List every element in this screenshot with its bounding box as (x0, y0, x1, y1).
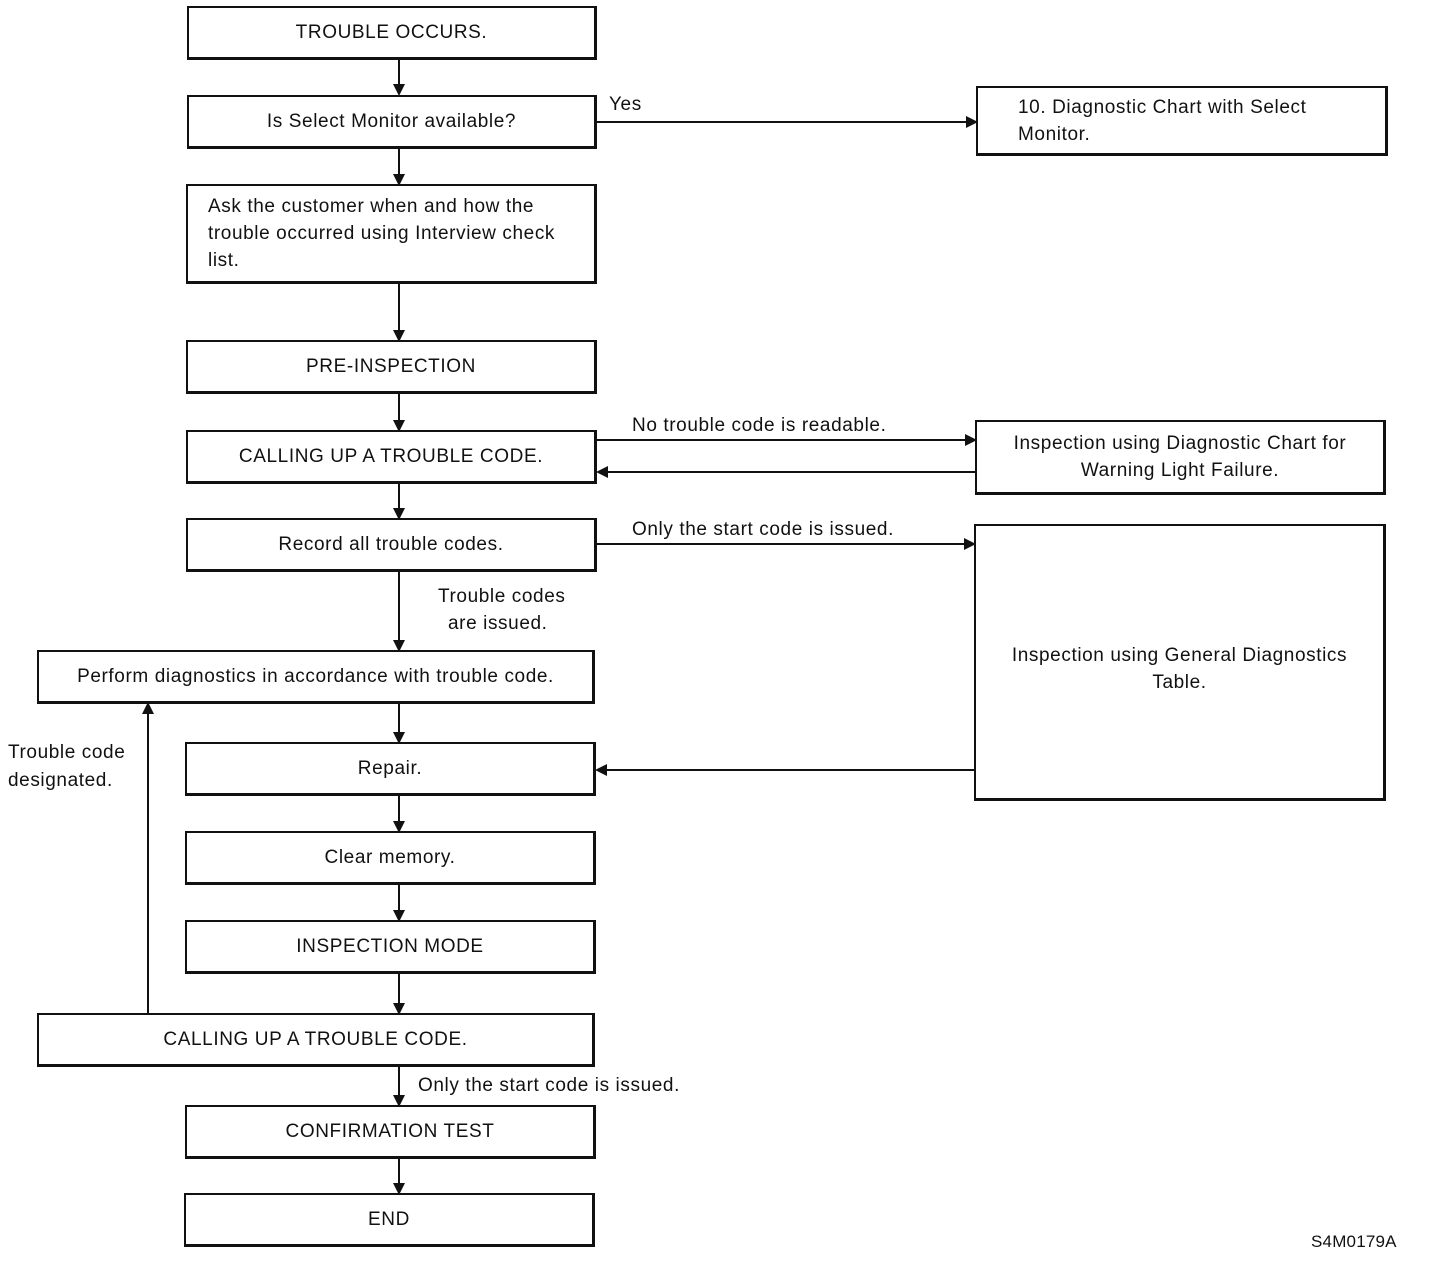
label-codes-issued-line1: Trouble codes (438, 586, 566, 607)
box-perform-diagnostics: Perform diagnostics in accordance with t… (37, 650, 595, 704)
box-select-monitor-chart-text: 10. Diagnostic Chart with Select Monitor… (1018, 96, 1307, 145)
box-trouble-occurs: TROUBLE OCCURS. (187, 6, 597, 60)
box-inspection-mode-text: INSPECTION MODE (296, 936, 484, 957)
box-clear-memory-text: Clear memory. (324, 847, 456, 868)
label-only-start-code-1: Only the start code is issued. (632, 519, 894, 540)
label-code-designated-line1: Trouble code (8, 742, 126, 763)
box-record-codes-text: Record all trouble codes. (278, 534, 504, 555)
box-end-text: END (368, 1209, 410, 1230)
box-select-monitor-chart: 10. Diagnostic Chart with Select Monitor… (976, 86, 1388, 156)
box-ask-customer: Ask the customer when and how the troubl… (186, 184, 597, 284)
box-repair: Repair. (185, 742, 596, 796)
box-calling-up-2: CALLING UP A TROUBLE CODE. (37, 1013, 595, 1067)
box-general-diagnostics-text: Inspection using General Diagnostics Tab… (1011, 645, 1348, 693)
box-warning-light-inspection-text: Inspection using Diagnostic Chart for Wa… (1013, 433, 1347, 481)
box-warning-light-inspection: Inspection using Diagnostic Chart for Wa… (975, 420, 1386, 495)
box-calling-up-1-text: CALLING UP A TROUBLE CODE. (238, 446, 544, 467)
box-clear-memory: Clear memory. (185, 831, 596, 885)
box-select-monitor-question-text: Is Select Monitor available? (266, 111, 517, 132)
box-pre-inspection: PRE-INSPECTION (186, 340, 597, 394)
figure-id: S4M0179A (1311, 1232, 1397, 1251)
box-general-diagnostics: Inspection using General Diagnostics Tab… (974, 524, 1386, 801)
box-inspection-mode: INSPECTION MODE (185, 920, 596, 974)
box-repair-text: Repair. (357, 758, 423, 779)
box-end: END (184, 1193, 595, 1247)
box-pre-inspection-text: PRE-INSPECTION (306, 356, 476, 377)
box-select-monitor-question: Is Select Monitor available? (187, 95, 597, 149)
label-code-designated-line2: designated. (8, 770, 113, 791)
label-no-code-readable: No trouble code is readable. (632, 415, 887, 436)
box-ask-customer-text: Ask the customer when and how the troubl… (208, 196, 556, 271)
box-confirmation-test-text: CONFIRMATION TEST (285, 1121, 495, 1142)
box-confirmation-test: CONFIRMATION TEST (185, 1105, 596, 1159)
box-trouble-occurs-text: TROUBLE OCCURS. (295, 22, 488, 43)
label-yes: Yes (609, 94, 642, 115)
label-only-start-code-2: Only the start code is issued. (418, 1075, 680, 1096)
box-calling-up-2-text: CALLING UP A TROUBLE CODE. (163, 1029, 468, 1050)
box-perform-diagnostics-text: Perform diagnostics in accordance with t… (77, 666, 554, 687)
label-codes-issued-line2: are issued. (448, 613, 548, 634)
box-record-codes: Record all trouble codes. (186, 518, 597, 572)
box-calling-up-1: CALLING UP A TROUBLE CODE. (186, 430, 597, 484)
